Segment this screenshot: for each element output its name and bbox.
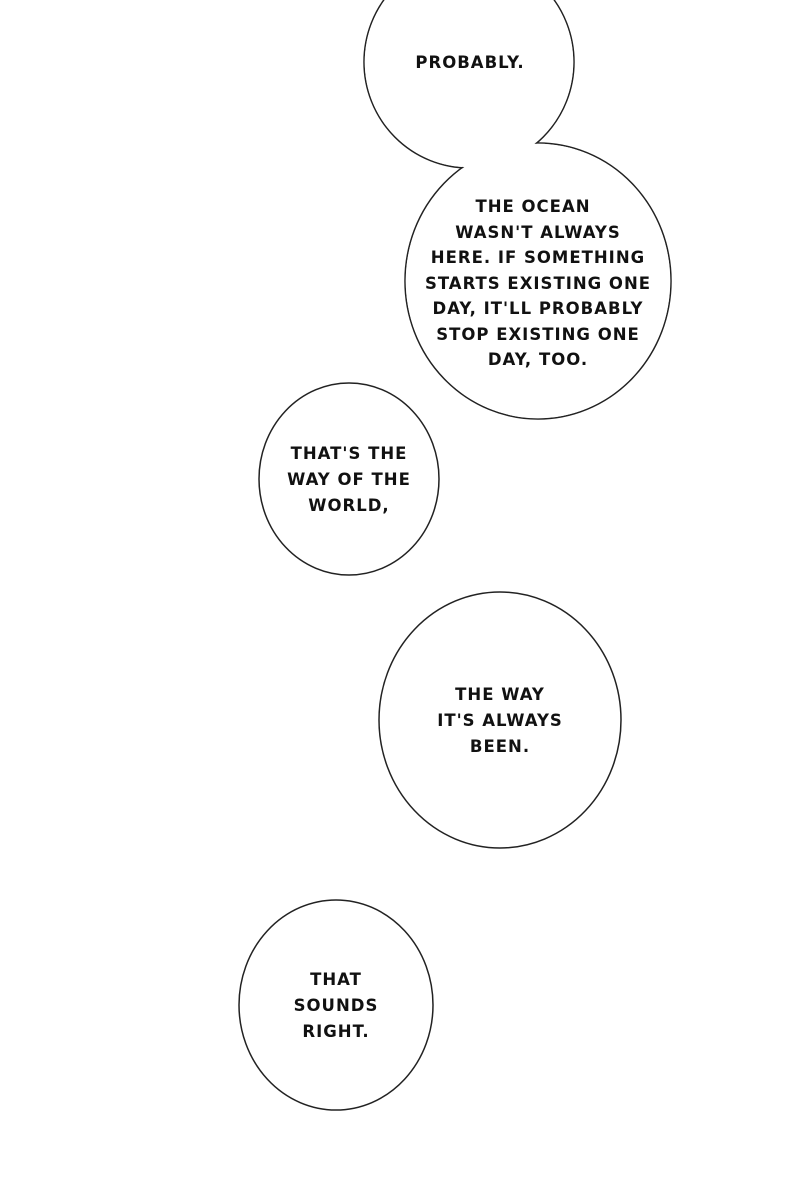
bubble-line: DAY, TOO. bbox=[488, 350, 588, 369]
bubble-line: RIGHT. bbox=[302, 1022, 369, 1041]
bubble-line: THE OCEAN bbox=[475, 197, 590, 216]
bubble-line: PROBABLY. bbox=[415, 53, 524, 72]
speech-bubble-5-outline bbox=[238, 899, 434, 1111]
bubble-line: BEEN. bbox=[470, 737, 530, 756]
bubble-line: SOUNDS bbox=[294, 996, 379, 1015]
speech-bubble-4: THE WAY IT'S ALWAYS BEEN. bbox=[378, 591, 622, 849]
bubble-line: THE WAY bbox=[455, 685, 545, 704]
bubble-line: THAT'S THE bbox=[291, 444, 408, 463]
bubble-line: WASN'T ALWAYS bbox=[455, 223, 620, 242]
bubble-line: THAT bbox=[310, 970, 362, 989]
bubble-line: HERE. IF SOMETHING bbox=[431, 248, 645, 267]
bubble-line: WORLD, bbox=[308, 496, 389, 515]
speech-bubble-2-outline bbox=[404, 142, 672, 420]
bubble-line: STARTS EXISTING ONE bbox=[425, 274, 651, 293]
speech-bubble-4-outline bbox=[378, 591, 622, 849]
bubble-line: STOP EXISTING ONE bbox=[436, 325, 640, 344]
speech-bubble-3: THAT'S THE WAY OF THE WORLD, bbox=[258, 382, 440, 576]
bubble-line: IT'S ALWAYS bbox=[437, 711, 563, 730]
speech-bubble-5: THAT SOUNDS RIGHT. bbox=[238, 899, 434, 1111]
speech-bubble-group-top bbox=[363, 0, 672, 420]
bubble-line: WAY OF THE bbox=[287, 470, 411, 489]
bubble-line: DAY, IT'LL PROBABLY bbox=[433, 299, 644, 318]
speech-bubble-1-text: PROBABLY. bbox=[415, 53, 524, 72]
speech-bubble-3-outline bbox=[258, 382, 440, 576]
speech-bubble-2-text: THE OCEAN WASN'T ALWAYS HERE. IF SOMETHI… bbox=[425, 197, 651, 369]
